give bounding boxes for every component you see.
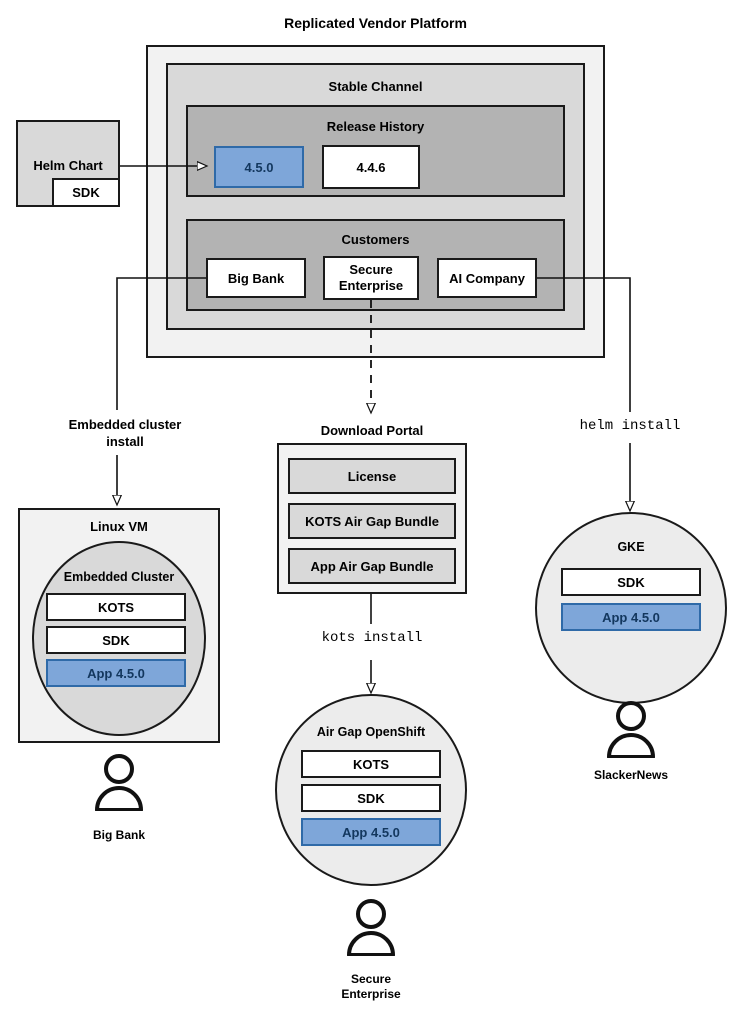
page-title: Replicated Vendor Platform [284, 15, 467, 31]
release-item-4-4-6[interactable]: 4.4.6 [322, 145, 420, 189]
linux-vm-component-app[interactable]: App 4.5.0 [46, 659, 186, 687]
customer-secure-enterprise[interactable]: Secure Enterprise [323, 256, 419, 300]
avatar-secure-enterprise [347, 899, 395, 956]
embedded-cluster-install-line2: install [106, 434, 144, 449]
openshift-component-sdk[interactable]: SDK [301, 784, 441, 812]
actor-secure-enterprise-line1: Secure [350, 972, 392, 986]
portal-artifact-app-air-gap-bundle[interactable]: App Air Gap Bundle [288, 548, 456, 584]
helm-install-label: helm install [579, 418, 681, 434]
release-item-4-5-0[interactable]: 4.5.0 [214, 146, 304, 188]
embedded-cluster-install-label: Embedded cluster install [40, 416, 210, 450]
helm-chart-label: Helm Chart [33, 158, 103, 173]
gke-component-app[interactable]: App 4.5.0 [561, 603, 701, 631]
avatar-slackernews [607, 701, 655, 758]
linux-vm-component-kots[interactable]: KOTS [46, 593, 186, 621]
download-portal-title: Download Portal [320, 423, 424, 438]
helm-chart-sdk-box[interactable]: SDK [52, 178, 120, 207]
actor-label-secure-enterprise: Secure Enterprise [301, 972, 441, 1002]
gke-title: GKE [617, 540, 645, 554]
avatar-big-bank [95, 754, 143, 811]
actor-label-slackernews: SlackerNews [593, 768, 669, 782]
embedded-cluster-install-line1: Embedded cluster [68, 417, 182, 432]
customer-big-bank[interactable]: Big Bank [206, 258, 306, 298]
linux-vm-title: Linux VM [90, 519, 148, 534]
portal-artifact-license[interactable]: License [288, 458, 456, 494]
gke-component-sdk[interactable]: SDK [561, 568, 701, 596]
air-gap-openshift-title: Air Gap OpenShift [316, 725, 426, 739]
kots-install-label: kots install [321, 630, 423, 646]
release-history-label: Release History [326, 119, 425, 134]
actor-label-big-bank: Big Bank [92, 828, 145, 842]
portal-artifact-kots-air-gap-bundle[interactable]: KOTS Air Gap Bundle [288, 503, 456, 539]
customer-ai-company[interactable]: AI Company [437, 258, 537, 298]
openshift-component-kots[interactable]: KOTS [301, 750, 441, 778]
customers-label: Customers [341, 232, 410, 247]
embedded-cluster-title: Embedded Cluster [63, 570, 175, 584]
openshift-component-app[interactable]: App 4.5.0 [301, 818, 441, 846]
actor-secure-enterprise-line2: Enterprise [341, 987, 401, 1001]
stable-channel-label: Stable Channel [328, 79, 423, 94]
linux-vm-component-sdk[interactable]: SDK [46, 626, 186, 654]
